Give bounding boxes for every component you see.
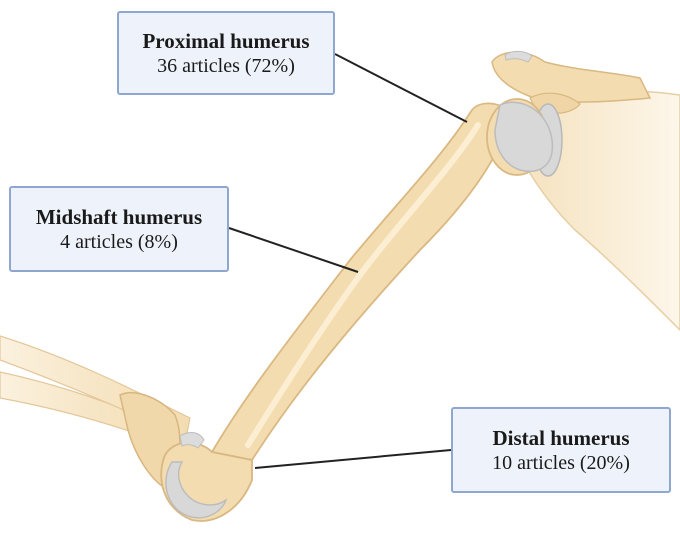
leader-line-midshaft [228, 227, 359, 273]
acromion-cartilage [504, 50, 533, 63]
leader-line-proximal [334, 53, 468, 123]
shaft-highlight [245, 122, 481, 448]
capitulum-cartilage [179, 432, 205, 449]
proximal-humerus-count: 36 articles (72%) [157, 54, 295, 77]
midshaft-humerus-count: 4 articles (8%) [60, 230, 178, 253]
leader-line-distal [254, 449, 452, 469]
midshaft-humerus-label: Midshaft humerus 4 articles (8%) [9, 186, 229, 272]
distal-humerus-label: Distal humerus 10 articles (20%) [451, 407, 671, 493]
distal-humerus-title: Distal humerus [492, 425, 630, 450]
acromion [491, 51, 652, 103]
proximal-humerus-title: Proximal humerus [142, 28, 310, 53]
distal-humerus-count: 10 articles (20%) [492, 451, 630, 474]
midshaft-humerus-title: Midshaft humerus [35, 204, 203, 229]
trochlea-cartilage [165, 461, 228, 519]
humeral-head-cartilage [494, 101, 554, 172]
proximal-humerus-label: Proximal humerus 36 articles (72%) [117, 11, 335, 95]
